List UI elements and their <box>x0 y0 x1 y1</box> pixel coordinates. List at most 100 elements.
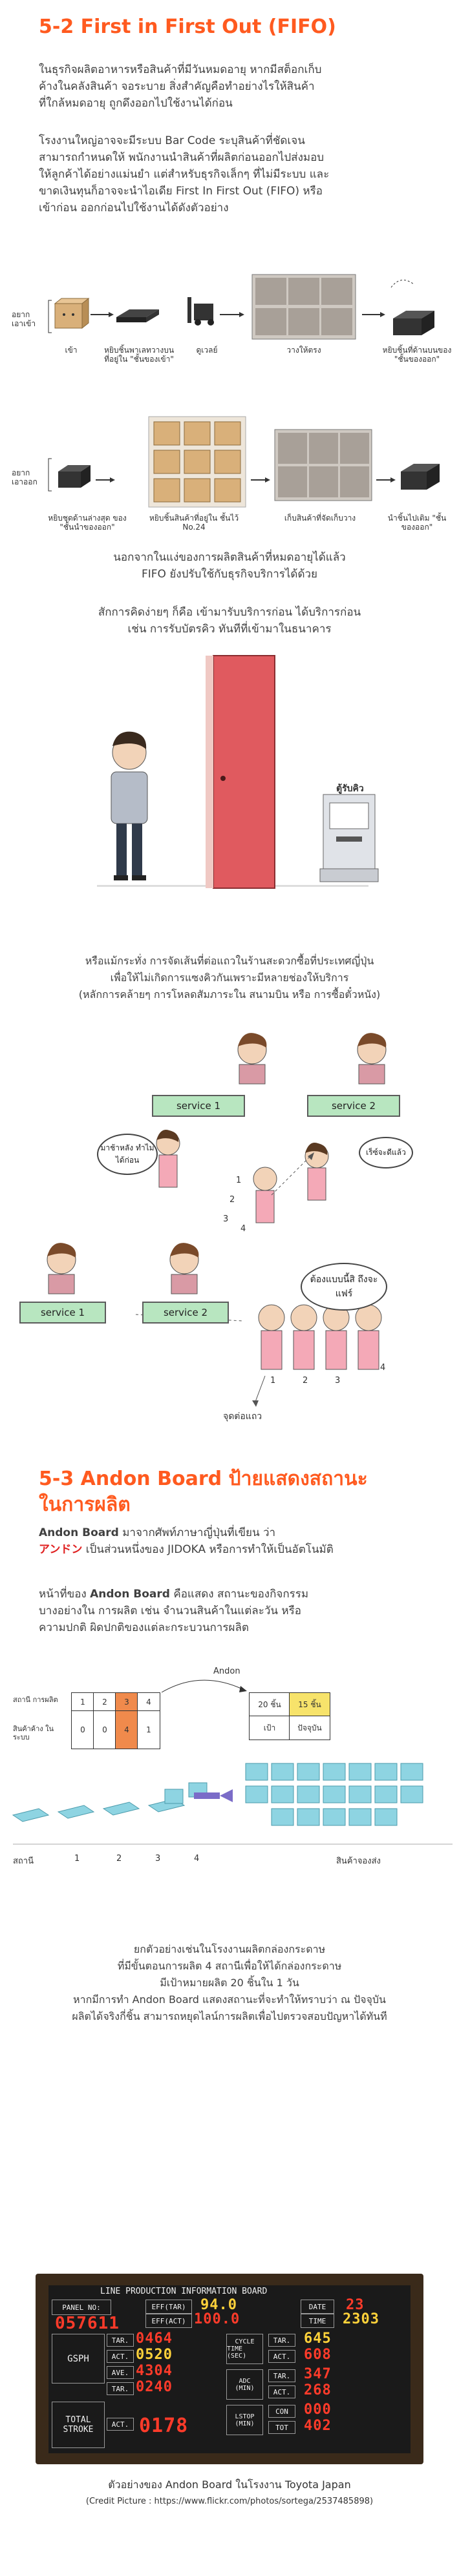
andon-lines <box>12 1679 453 1845</box>
shelf-stack-icon-2 <box>274 429 372 501</box>
andon-photo-credit: (Credit Picture : https://www.flickr.com… <box>85 2497 374 2506</box>
r3-value: 347 <box>304 2366 332 2382</box>
person-icon <box>111 731 148 880</box>
andon-row-stock-label: สินค้าค้าง ในระบบ <box>13 1725 54 1741</box>
queue-num-b1: 1 <box>270 1376 276 1386</box>
r4-value: 268 <box>304 2382 332 2398</box>
andon-para-3: ยกตัวอย่างเช่นในโรงงานผลิตกล่องกระดาษ ที… <box>72 1943 387 2022</box>
andon-diagram: Andon สถานี การผลิต สินค้าค้าง ในระบบ 1 … <box>0 1667 459 1912</box>
fifo-heading: 5-2 First in First Out (FIFO) <box>39 16 336 38</box>
fifo-para-3: นอกจากในแง่ของการผลิตสินค้าที่หมดอายุได้… <box>113 551 346 581</box>
row-out-step-4: นำชิ้นไปเติม "ชั้นของออก" <box>387 514 447 532</box>
pallet-icon <box>116 309 159 322</box>
row-in-step-3: ดูเวลย์ <box>196 346 218 355</box>
gsph-label: GSPH <box>52 2334 105 2384</box>
forklift-icon <box>187 297 214 326</box>
row-out-step-1: หยิบชุดด้านล่างสุด ของ "ชั้นนำของออก" <box>48 514 127 532</box>
stock-cell-3: 4 <box>115 1710 138 1749</box>
store-scene <box>47 1033 387 1407</box>
row-out-side-label: อยากเอาออก <box>12 468 37 486</box>
store-queue-illustration: service 1 service 2 มาช้าหลัง ทำไมได้ก่อ… <box>0 1014 459 1434</box>
eff-tar-label: EFF(TAR) <box>145 2300 192 2314</box>
fifo-para-2: โรงงานใหญ่อาจจะมีระบบ Bar Code ระบุสินค้… <box>39 134 330 214</box>
service-2-counter-bottom: service 2 <box>142 1302 229 1324</box>
andon-board-photo: LINE PRODUCTION INFORMATION BOARD PANEL … <box>36 2274 423 2464</box>
queue-num-b2: 2 <box>303 1376 308 1386</box>
time-value: 2303 <box>343 2311 379 2327</box>
act2-value: 0178 <box>139 2415 189 2437</box>
row-in-step-5: หยิบชิ้นที่ด้านบนของ "ชั้นของออก" <box>382 346 452 364</box>
lstop-label: LSTOP(MIN) <box>226 2405 263 2435</box>
dark-box-stack-icon <box>58 465 91 488</box>
staff-icon-1 <box>237 1033 267 1085</box>
andon-diagram-title: Andon <box>213 1667 240 1676</box>
row-out-step-2: หยิบชิ้นสินค้าที่อยู่ใน ชั้นไว้ No.24 <box>149 514 239 532</box>
customer-icon-2 <box>304 1143 329 1201</box>
fifo-para-5: หรือแม้กระทั่ง การจัดเส้นที่ต่อแถวในร้าน… <box>78 955 381 1001</box>
queue-num-a4: 4 <box>240 1224 246 1234</box>
r4-label: ACT. <box>268 2385 295 2398</box>
row-in-step-2: หยิบชิ้นพาเลทวางบนที่อยู่ใน "ชั้นของเข้า… <box>103 346 175 364</box>
andon-term: Andon Board <box>39 1526 119 1539</box>
bubble-fast: เร็ซ์จะดีแล้ว <box>359 1137 413 1169</box>
tar2-value: 0240 <box>136 2379 173 2395</box>
row-in-side-label: อยากเอาเข้า <box>12 310 36 328</box>
service-1-counter-bottom: service 1 <box>19 1302 106 1324</box>
flat-cardboard-icons <box>12 1798 186 1822</box>
act-label: ACT. <box>107 2350 134 2363</box>
finished-boxes-grid <box>245 1763 423 1826</box>
eff-act-label: EFF(ACT) <box>145 2314 192 2328</box>
act-value: 0520 <box>136 2347 173 2363</box>
andon-heading: 5-3 Andon Board ป้ายแสดงสถานะ ในการผลิต <box>39 1468 368 1516</box>
box-icon <box>54 297 90 329</box>
axis-num-3: 3 <box>155 1854 161 1864</box>
tar-value: 0464 <box>136 2331 173 2347</box>
fifo-in-illustration <box>48 274 434 340</box>
date-label: DATE <box>301 2300 334 2314</box>
fifo-para-4: สักการคิดง่ายๆ ก็คือ เข้ามารับบริการก่อน… <box>98 606 361 636</box>
queue-num-b4: 4 <box>380 1363 386 1373</box>
ave-value: 4304 <box>136 2363 173 2379</box>
station-cell-4: 4 <box>137 1692 160 1712</box>
board-goal-cell: เป้า <box>249 1716 290 1740</box>
eff-act-value: 100.0 <box>194 2311 240 2327</box>
queue-num-a2: 2 <box>230 1195 235 1205</box>
r6-label: TOT <box>268 2421 295 2434</box>
bank-queue-illustration: ตู้รับคิว <box>0 649 459 908</box>
service-1-counter-top: service 1 <box>152 1095 245 1117</box>
adc-label: ADC(MIN) <box>226 2369 263 2400</box>
time-label: TIME <box>301 2314 334 2328</box>
axis-shipped-label: สินค้าจองส่ง <box>336 1856 381 1866</box>
queue-num-b3: 3 <box>335 1376 341 1386</box>
customer-icon-1 <box>156 1130 180 1188</box>
r1-value: 645 <box>304 2331 332 2347</box>
queue-num-a1: 1 <box>236 1176 242 1185</box>
row-out-step-3: เก็บสินค้าที่จัดเก็บวาง <box>284 514 356 523</box>
r2-label: ACT. <box>268 2350 295 2363</box>
andon-board-panel: LINE PRODUCTION INFORMATION BOARD PANEL … <box>48 2285 411 2453</box>
axis-num-2: 2 <box>116 1854 122 1864</box>
board-now-cell: ปัจจุบัน <box>289 1716 330 1740</box>
fifo-out-illustration <box>48 416 440 508</box>
customer-queue-icon <box>258 1304 382 1370</box>
stock-cell-4: 1 <box>137 1710 160 1749</box>
fifo-diagram-in: อยากเอาเข้า <box>0 262 459 391</box>
axis-station-label: สถานี <box>13 1856 34 1866</box>
flow-arrow-icon <box>220 1789 233 1802</box>
ticket-machine-icon <box>319 794 379 882</box>
r2-value: 608 <box>304 2347 332 2363</box>
stock-cell-1: 0 <box>71 1710 94 1749</box>
panel-no-value: 057611 <box>55 2314 120 2333</box>
board-target-cell: 20 ชิ้น <box>249 1692 290 1717</box>
andon-para-1: Andon Board มาจากศัพท์ภาษาญี่ปุ่นที่เขีย… <box>39 1526 334 1556</box>
axis-num-4: 4 <box>194 1854 200 1864</box>
dark-box-icon <box>393 311 434 335</box>
row-in-step-4: วางให้ตรง <box>286 346 321 355</box>
queue-num-a3: 3 <box>223 1214 229 1224</box>
tar2-label: TAR. <box>107 2382 134 2395</box>
board-title: LINE PRODUCTION INFORMATION BOARD <box>100 2287 268 2296</box>
bank-scene <box>97 655 379 889</box>
act2-label: ACT. <box>107 2418 134 2431</box>
andon-row-station-label: สถานี การผลิต <box>13 1696 58 1704</box>
